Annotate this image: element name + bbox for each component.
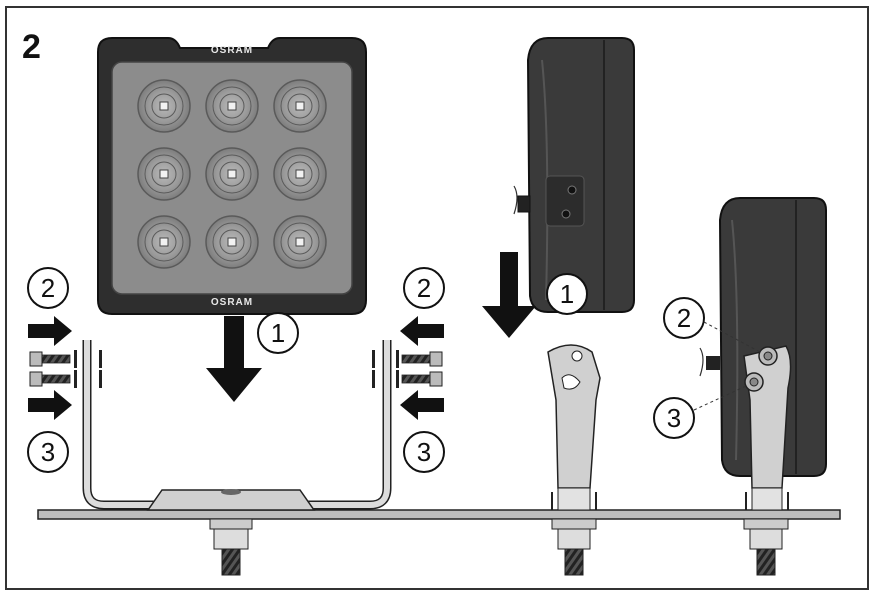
svg-text:1: 1 [271,318,285,348]
lamp-front-view: OSRAM OSRAM [97,37,367,315]
bolts-left [29,350,102,388]
led-9 [273,215,327,269]
nut-stud-front [209,518,253,576]
led-8 [205,215,259,269]
svg-text:2: 2 [677,303,691,333]
arrow-down-front [206,316,262,402]
led-5 [205,147,259,201]
callout-mounted-top: 2 [663,297,761,353]
brand-logo-top: OSRAM [211,45,253,56]
callout-right-top: 2 [403,267,445,309]
bracket-base-plate [146,489,316,511]
bolts-right [372,350,443,388]
led-6 [273,147,327,201]
svg-text:2: 2 [417,273,431,303]
led-2 [205,79,259,133]
svg-text:3: 3 [417,437,431,467]
arrow-right-top-left [28,316,72,346]
callout-left-top: 2 [27,267,69,309]
svg-text:2: 2 [41,273,55,303]
svg-text:3: 3 [41,437,55,467]
callout-mounted-bottom: 3 [653,385,747,439]
bracket-center-hole [221,489,241,495]
callout-side-drop: 1 [546,273,588,315]
side-bracket-middle [547,344,601,511]
nut-stud-right [743,518,789,576]
arrow-left-top-right [400,316,444,346]
lamp-side-view-mounted [699,197,827,477]
svg-text:3: 3 [667,403,681,433]
callout-front-center: 1 [257,312,299,354]
led-4 [137,147,191,201]
brand-logo-bottom: OSRAM [211,297,253,308]
nut-stud-middle [551,518,597,576]
callout-left-bottom: 3 [27,431,69,473]
arrow-right-bottom-left [28,390,72,420]
mounting-rail [37,509,841,520]
step-number: 2 [22,28,41,66]
arrow-down-side [482,252,536,338]
svg-text:1: 1 [560,279,574,309]
arrow-left-bottom-right [400,390,444,420]
callout-right-bottom: 3 [403,431,445,473]
led-1 [137,79,191,133]
u-bracket-front [82,340,392,511]
led-7 [137,215,191,269]
side-bracket-right [743,345,792,511]
lamp-side-view-drop [513,37,635,313]
led-grid [137,79,327,269]
led-3 [273,79,327,133]
